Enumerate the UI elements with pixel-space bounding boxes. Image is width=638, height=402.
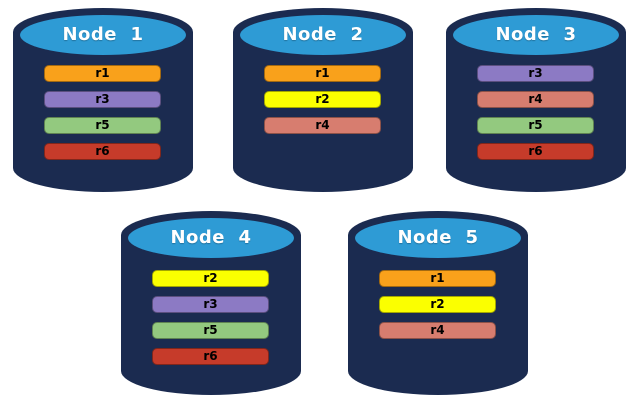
replica-bar: r2 <box>379 296 496 313</box>
replica-list: r1 r2 r4 <box>379 270 496 348</box>
replica-bar: r1 <box>264 65 381 82</box>
replica-bar: r3 <box>44 91 161 108</box>
cylinder-top <box>128 218 294 258</box>
node-2: Node 2 r1 r2 r4 <box>233 8 413 192</box>
replica-list: r3 r4 r5 r6 <box>477 65 594 169</box>
node-1: Node 1 r1 r3 r5 r6 <box>13 8 193 192</box>
replica-bar: r4 <box>264 117 381 134</box>
cylinder-top <box>240 15 406 55</box>
node-title: Node 1 <box>62 24 144 45</box>
replica-list: r1 r3 r5 r6 <box>44 65 161 169</box>
replica-list: r1 r2 r4 <box>264 65 381 143</box>
cylinder-top <box>355 218 521 258</box>
cylinder-top <box>20 15 186 55</box>
node-5: Node 5 r1 r2 r4 <box>348 211 528 395</box>
cylinder-top <box>453 15 619 55</box>
node-title: Node 3 <box>495 24 577 45</box>
replica-bar: r3 <box>477 65 594 82</box>
replica-bar: r1 <box>379 270 496 287</box>
replica-bar: r5 <box>44 117 161 134</box>
replica-bar: r5 <box>152 322 269 339</box>
node-4: Node 4 r2 r3 r5 r6 <box>121 211 301 395</box>
replica-bar: r3 <box>152 296 269 313</box>
node-title: Node 5 <box>397 227 479 248</box>
replica-bar: r1 <box>44 65 161 82</box>
replica-bar: r6 <box>152 348 269 365</box>
replica-bar: r6 <box>477 143 594 160</box>
node-title: Node 4 <box>170 227 252 248</box>
replica-bar: r6 <box>44 143 161 160</box>
replica-list: r2 r3 r5 r6 <box>152 270 269 374</box>
node-title: Node 2 <box>282 24 364 45</box>
replica-bar: r2 <box>152 270 269 287</box>
replica-bar: r4 <box>477 91 594 108</box>
node-3: Node 3 r3 r4 r5 r6 <box>446 8 626 192</box>
replica-bar: r4 <box>379 322 496 339</box>
replica-bar: r2 <box>264 91 381 108</box>
replica-bar: r5 <box>477 117 594 134</box>
